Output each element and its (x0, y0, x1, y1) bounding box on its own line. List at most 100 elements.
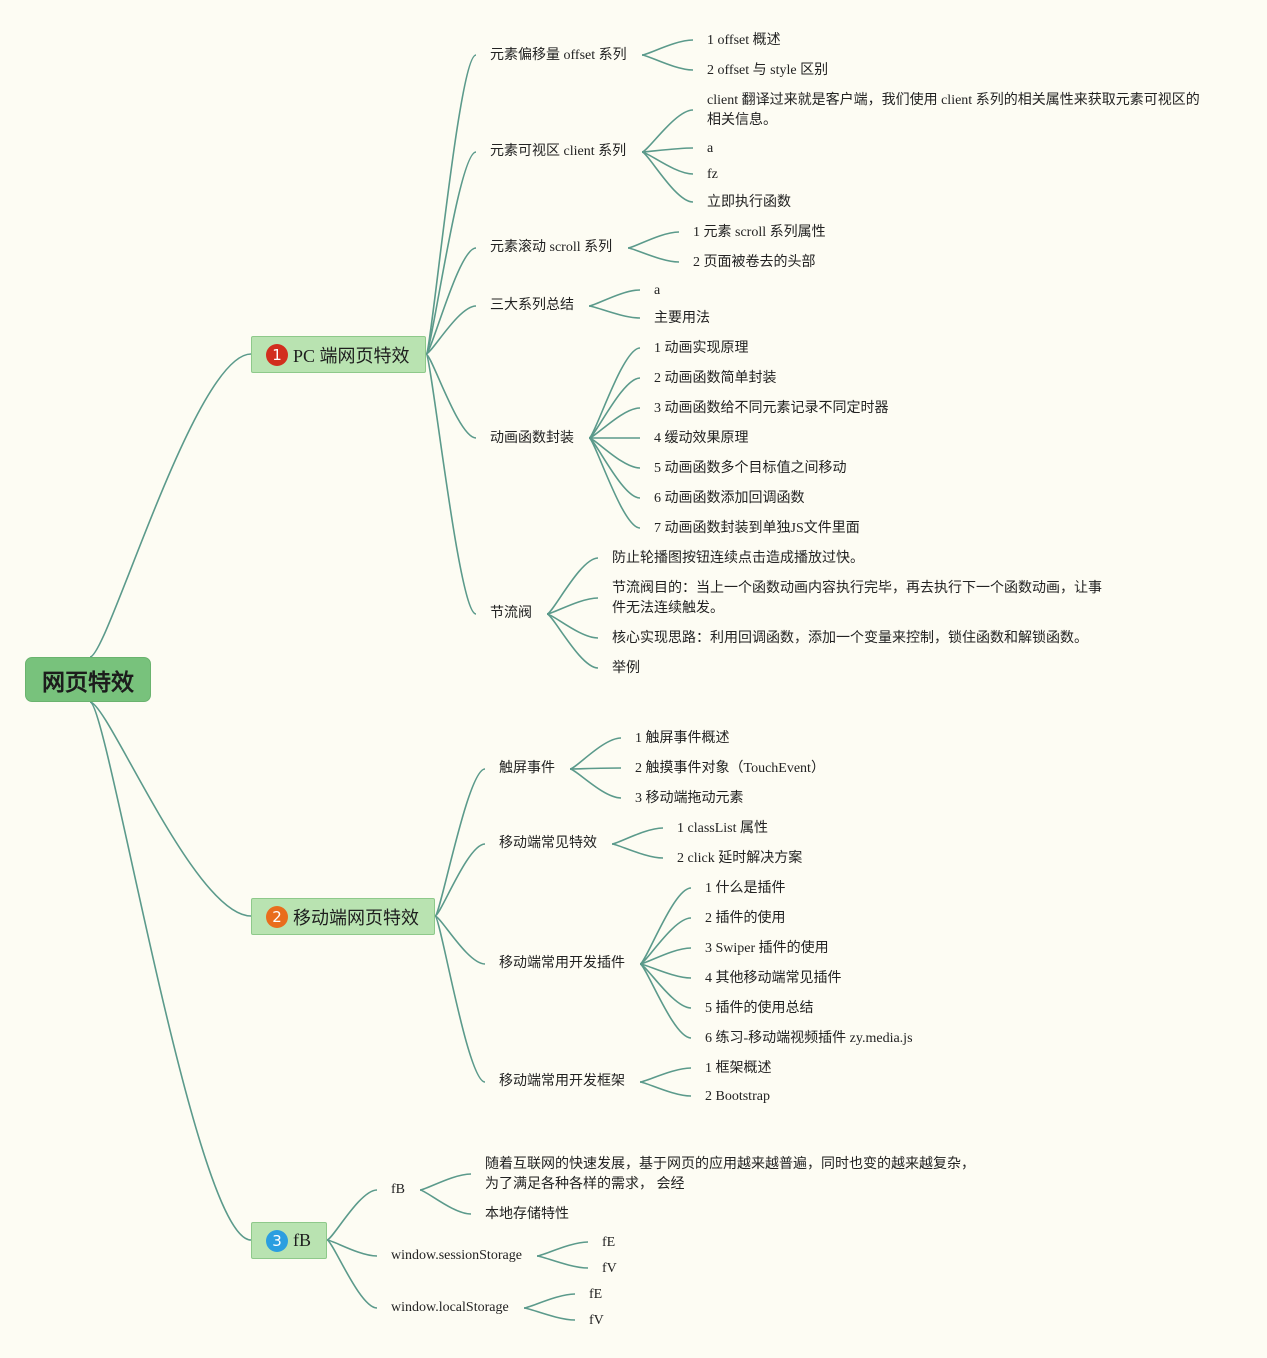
link-subtopic-leaf (588, 305, 641, 319)
root-node[interactable]: 网页特效 (25, 657, 151, 702)
leaf-item[interactable]: fE (602, 1235, 616, 1250)
leaf-item[interactable]: 2 动画函数简单封装 (654, 371, 777, 386)
priority-2-icon: 2 (266, 905, 288, 928)
leaf-item[interactable]: 1 offset 概述 (707, 33, 781, 48)
link-root-branch (89, 353, 252, 658)
leaf-item[interactable]: 核心实现思路：利用回调函数，添加一个变量来控制，锁住函数和解锁函数。 (612, 631, 1088, 646)
leaf-item[interactable]: 1 触屏事件概述 (635, 731, 730, 746)
leaf-item[interactable]: fE (589, 1287, 603, 1302)
link-branch-subtopic (434, 915, 486, 1083)
subtopic-local-storage[interactable]: window.localStorage (391, 1300, 509, 1315)
link-subtopic-leaf (588, 437, 641, 529)
leaf-item[interactable]: 1 什么是插件 (705, 881, 786, 896)
leaf-item[interactable]: 1 动画实现原理 (654, 341, 749, 356)
link-subtopic-leaf (641, 39, 694, 56)
link-subtopic-leaf (639, 947, 692, 965)
leaf-item[interactable]: 3 移动端拖动元素 (635, 791, 744, 806)
link-subtopic-leaf (569, 768, 622, 799)
leaf-item[interactable]: 1 框架概述 (705, 1061, 772, 1076)
leaf-item[interactable]: 5 插件的使用总结 (705, 1001, 814, 1016)
subtopic-touch[interactable]: 触屏事件 (499, 761, 555, 776)
link-branch-subtopic (425, 305, 477, 355)
branch-label: fB (293, 1230, 311, 1250)
link-subtopic-leaf (588, 347, 641, 439)
link-subtopic-leaf (639, 963, 692, 1009)
link-subtopic-leaf (419, 1189, 472, 1215)
subtopic-client[interactable]: 元素可视区 client 系列 (490, 144, 627, 159)
leaf-item[interactable]: 1 元素 scroll 系列属性 (693, 225, 826, 240)
leaf-item[interactable]: 节流阀目的：当上一个函数动画内容执行完毕，再去执行下一个函数动画，让事件无法连续… (612, 581, 1102, 616)
leaf-item[interactable]: 1 classList 属性 (677, 821, 768, 836)
leaf-item[interactable]: 举例 (612, 661, 640, 676)
link-branch-subtopic (425, 353, 477, 439)
subtopic-frameworks[interactable]: 移动端常用开发框架 (499, 1074, 625, 1089)
link-branch-subtopic (326, 1189, 378, 1241)
leaf-item[interactable]: 2 Bootstrap (705, 1089, 770, 1104)
link-root-branch (89, 701, 252, 1241)
leaf-item[interactable]: a (654, 283, 661, 298)
leaf-item[interactable]: client 翻译过来就是客户端，我们使用 client 系列的相关属性来获取元… (707, 93, 1200, 128)
link-subtopic-leaf (641, 109, 694, 153)
link-subtopic-leaf (611, 827, 664, 845)
subtopic-offset[interactable]: 元素偏移量 offset 系列 (490, 48, 627, 63)
leaf-item[interactable]: 3 动画函数给不同元素记录不同定时器 (654, 401, 889, 416)
branch-node-pc[interactable]: 1 PC 端网页特效 (251, 336, 426, 373)
leaf-item[interactable]: 4 其他移动端常见插件 (705, 971, 842, 986)
link-root-branch (89, 701, 252, 917)
link-subtopic-leaf (536, 1255, 589, 1269)
subtopic-scroll[interactable]: 元素滚动 scroll 系列 (490, 240, 613, 255)
leaf-item[interactable]: 2 插件的使用 (705, 911, 786, 926)
leaf-item[interactable]: 随着互联网的快速发展，基于网页的应用越来越普遍，同时也变的越来越复杂，为了满足各… (485, 1157, 975, 1192)
link-branch-subtopic (434, 768, 486, 917)
leaf-item[interactable]: 2 offset 与 style 区别 (707, 63, 829, 78)
link-branch-subtopic (326, 1239, 378, 1257)
link-subtopic-leaf (523, 1307, 576, 1321)
leaf-item[interactable]: 6 动画函数添加回调函数 (654, 491, 805, 506)
subtopic-plugins[interactable]: 移动端常用开发插件 (499, 956, 625, 971)
subtopic-mobile-effects[interactable]: 移动端常见特效 (499, 836, 597, 851)
branch-label: 移动端网页特效 (293, 907, 419, 928)
leaf-item[interactable]: 防止轮播图按钮连续点击造成播放过快。 (612, 551, 864, 566)
link-subtopic-leaf (523, 1293, 576, 1309)
leaf-item[interactable]: 主要用法 (654, 311, 710, 326)
link-subtopic-leaf (627, 231, 680, 249)
link-subtopic-leaf (588, 377, 641, 439)
link-branch-subtopic (434, 843, 486, 917)
leaf-item[interactable]: 7 动画函数封装到单独JS文件里面 (654, 521, 860, 536)
link-subtopic-leaf (611, 843, 664, 859)
subtopic-summary[interactable]: 三大系列总结 (490, 298, 574, 313)
leaf-item[interactable]: a (707, 141, 714, 156)
leaf-item[interactable]: 4 缓动效果原理 (654, 431, 749, 446)
branch-node-mobile[interactable]: 2 移动端网页特效 (251, 898, 435, 935)
link-subtopic-leaf (641, 147, 694, 153)
leaf-item[interactable]: 3 Swiper 插件的使用 (705, 941, 829, 956)
leaf-item[interactable]: 5 动画函数多个目标值之间移动 (654, 461, 847, 476)
leaf-item[interactable]: 2 页面被卷去的头部 (693, 255, 816, 270)
link-subtopic-leaf (536, 1241, 589, 1257)
link-subtopic-leaf (569, 767, 622, 770)
leaf-item[interactable]: 立即执行函数 (707, 195, 791, 210)
leaf-item[interactable]: 2 触摸事件对象（TouchEvent） (635, 761, 825, 776)
subtopic-session-storage[interactable]: window.sessionStorage (391, 1248, 522, 1263)
subtopic-throttle[interactable]: 节流阀 (490, 606, 532, 621)
link-subtopic-leaf (546, 613, 599, 639)
link-subtopic-leaf (588, 289, 641, 307)
priority-1-icon: 1 (266, 343, 288, 366)
link-branch-subtopic (326, 1239, 378, 1309)
leaf-item[interactable]: fz (707, 167, 718, 182)
subtopic-storage-intro[interactable]: fB (391, 1182, 405, 1197)
leaf-item[interactable]: 6 练习-移动端视频插件 zy.media.js (705, 1031, 913, 1046)
subtopic-animation[interactable]: 动画函数封装 (490, 431, 574, 446)
leaf-item[interactable]: 本地存储特性 (485, 1207, 569, 1222)
link-subtopic-leaf (639, 963, 692, 1039)
leaf-item[interactable]: fV (602, 1261, 617, 1276)
branch-label: PC 端网页特效 (293, 345, 410, 366)
leaf-item[interactable]: fV (589, 1313, 604, 1328)
leaf-item[interactable]: 2 click 延时解决方案 (677, 851, 803, 866)
link-subtopic-leaf (639, 887, 692, 965)
branch-node-storage[interactable]: 3 fB (251, 1222, 327, 1259)
link-subtopic-leaf (546, 557, 599, 615)
link-branch-subtopic (425, 151, 477, 355)
